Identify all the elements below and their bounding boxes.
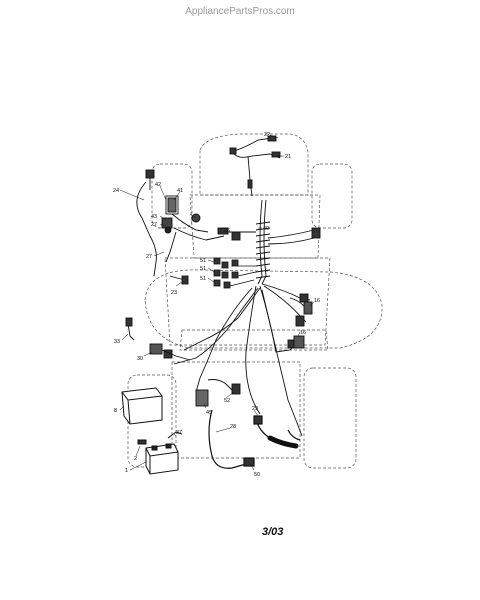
seat-switch-parts xyxy=(195,379,241,407)
battery-cables xyxy=(208,409,255,469)
watermark-text: AppliancePartsPros.com xyxy=(185,6,295,17)
left-small-parts xyxy=(125,317,191,361)
callout-29: 29 xyxy=(252,406,258,412)
callout-45: 45 xyxy=(206,410,212,416)
callout-28: 28 xyxy=(230,424,236,430)
battery-tray xyxy=(121,387,163,425)
callout-52: 52 xyxy=(224,398,230,404)
callout-8: 8 xyxy=(114,408,117,414)
callout-24: 24 xyxy=(113,188,119,194)
callout-labels: 22 21 24 42 41 43 27 27 26 40 51 51 51 2… xyxy=(113,132,320,478)
callout-33: 33 xyxy=(114,339,120,345)
callout-43: 43 xyxy=(151,214,157,220)
battery xyxy=(137,431,183,475)
callout-30: 30 xyxy=(137,356,143,362)
callout-37: 37 xyxy=(176,430,182,436)
frame-top-outline xyxy=(189,194,321,259)
frame-rear-outline xyxy=(171,361,301,459)
callout-21: 21 xyxy=(285,154,291,160)
callout-51-b: 51 xyxy=(200,266,206,272)
callout-51-c: 51 xyxy=(200,276,206,282)
relay-connector-cluster xyxy=(213,257,257,289)
hood-outline xyxy=(199,133,309,196)
callout-41: 41 xyxy=(177,188,183,194)
callout-16-lower: 16 xyxy=(300,330,306,336)
callout-leaders xyxy=(119,134,315,471)
callout-40: 40 xyxy=(263,226,269,232)
rear-right-tire xyxy=(303,367,357,469)
mower-deck-outline xyxy=(144,269,383,349)
headlight-harness xyxy=(229,135,281,197)
callout-16-upper: 16 xyxy=(314,298,320,304)
callout-51-a: 51 xyxy=(200,258,206,264)
chassis-outline xyxy=(127,133,383,469)
ignition-switch-assembly xyxy=(136,169,256,285)
main-harness-loom xyxy=(173,199,321,437)
front-left-tire xyxy=(151,163,193,229)
right-switches xyxy=(289,297,313,349)
front-right-tire xyxy=(311,163,353,229)
date-code: 3/03 xyxy=(262,526,284,538)
callout-23: 23 xyxy=(171,290,177,296)
callout-2: 2 xyxy=(134,456,137,462)
ground-cable xyxy=(253,415,301,449)
frame-center-outline xyxy=(164,257,331,346)
callout-1: 1 xyxy=(125,468,128,474)
callout-42: 42 xyxy=(155,182,161,188)
callout-27-lower: 27 xyxy=(146,254,152,260)
seat-pan-outline xyxy=(179,329,329,351)
callout-26: 26 xyxy=(224,228,230,234)
callout-27-upper: 27 xyxy=(151,222,157,228)
callout-50: 50 xyxy=(254,472,260,478)
callout-22: 22 xyxy=(264,132,270,138)
